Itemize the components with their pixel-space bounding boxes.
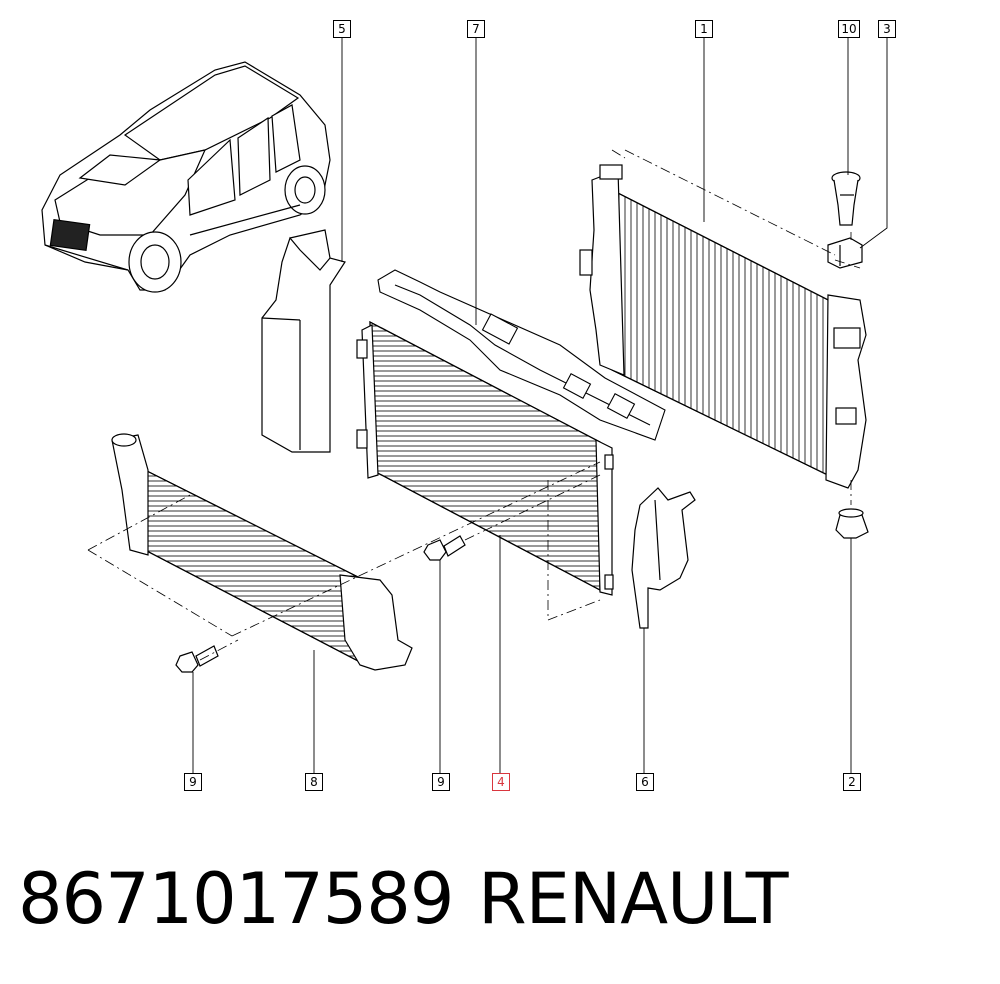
part-8-intercooler xyxy=(111,433,413,671)
part-9-bolt-b xyxy=(423,535,466,561)
callout-7: 7 xyxy=(467,20,485,38)
part-10-clip xyxy=(831,171,861,226)
part-1-radiator xyxy=(579,164,867,489)
part-6-side-deflector xyxy=(631,487,696,629)
vehicle-illustration xyxy=(41,61,331,293)
callout-8: 8 xyxy=(305,773,323,791)
assembly-lines xyxy=(87,149,861,661)
callout-4-selected[interactable]: 4 xyxy=(492,773,510,791)
callout-9-center: 9 xyxy=(432,773,450,791)
callout-5: 5 xyxy=(333,20,351,38)
part-7-upper-bracket xyxy=(377,269,666,441)
part-2-rubber-mount xyxy=(835,508,869,539)
callout-3: 3 xyxy=(878,20,896,38)
callout-2: 2 xyxy=(843,773,861,791)
callout-1: 1 xyxy=(695,20,713,38)
leader-lines xyxy=(192,38,888,773)
brand-name: RENAULT xyxy=(478,858,788,940)
part-9-bolt-a xyxy=(175,645,219,673)
part-3-bracket xyxy=(827,237,863,269)
part-4-condenser xyxy=(356,321,614,596)
part-number: 8671017589 xyxy=(18,858,454,940)
callout-6: 6 xyxy=(636,773,654,791)
part-5-air-deflector xyxy=(261,229,346,453)
callout-10: 10 xyxy=(838,20,860,38)
callout-9-left: 9 xyxy=(184,773,202,791)
